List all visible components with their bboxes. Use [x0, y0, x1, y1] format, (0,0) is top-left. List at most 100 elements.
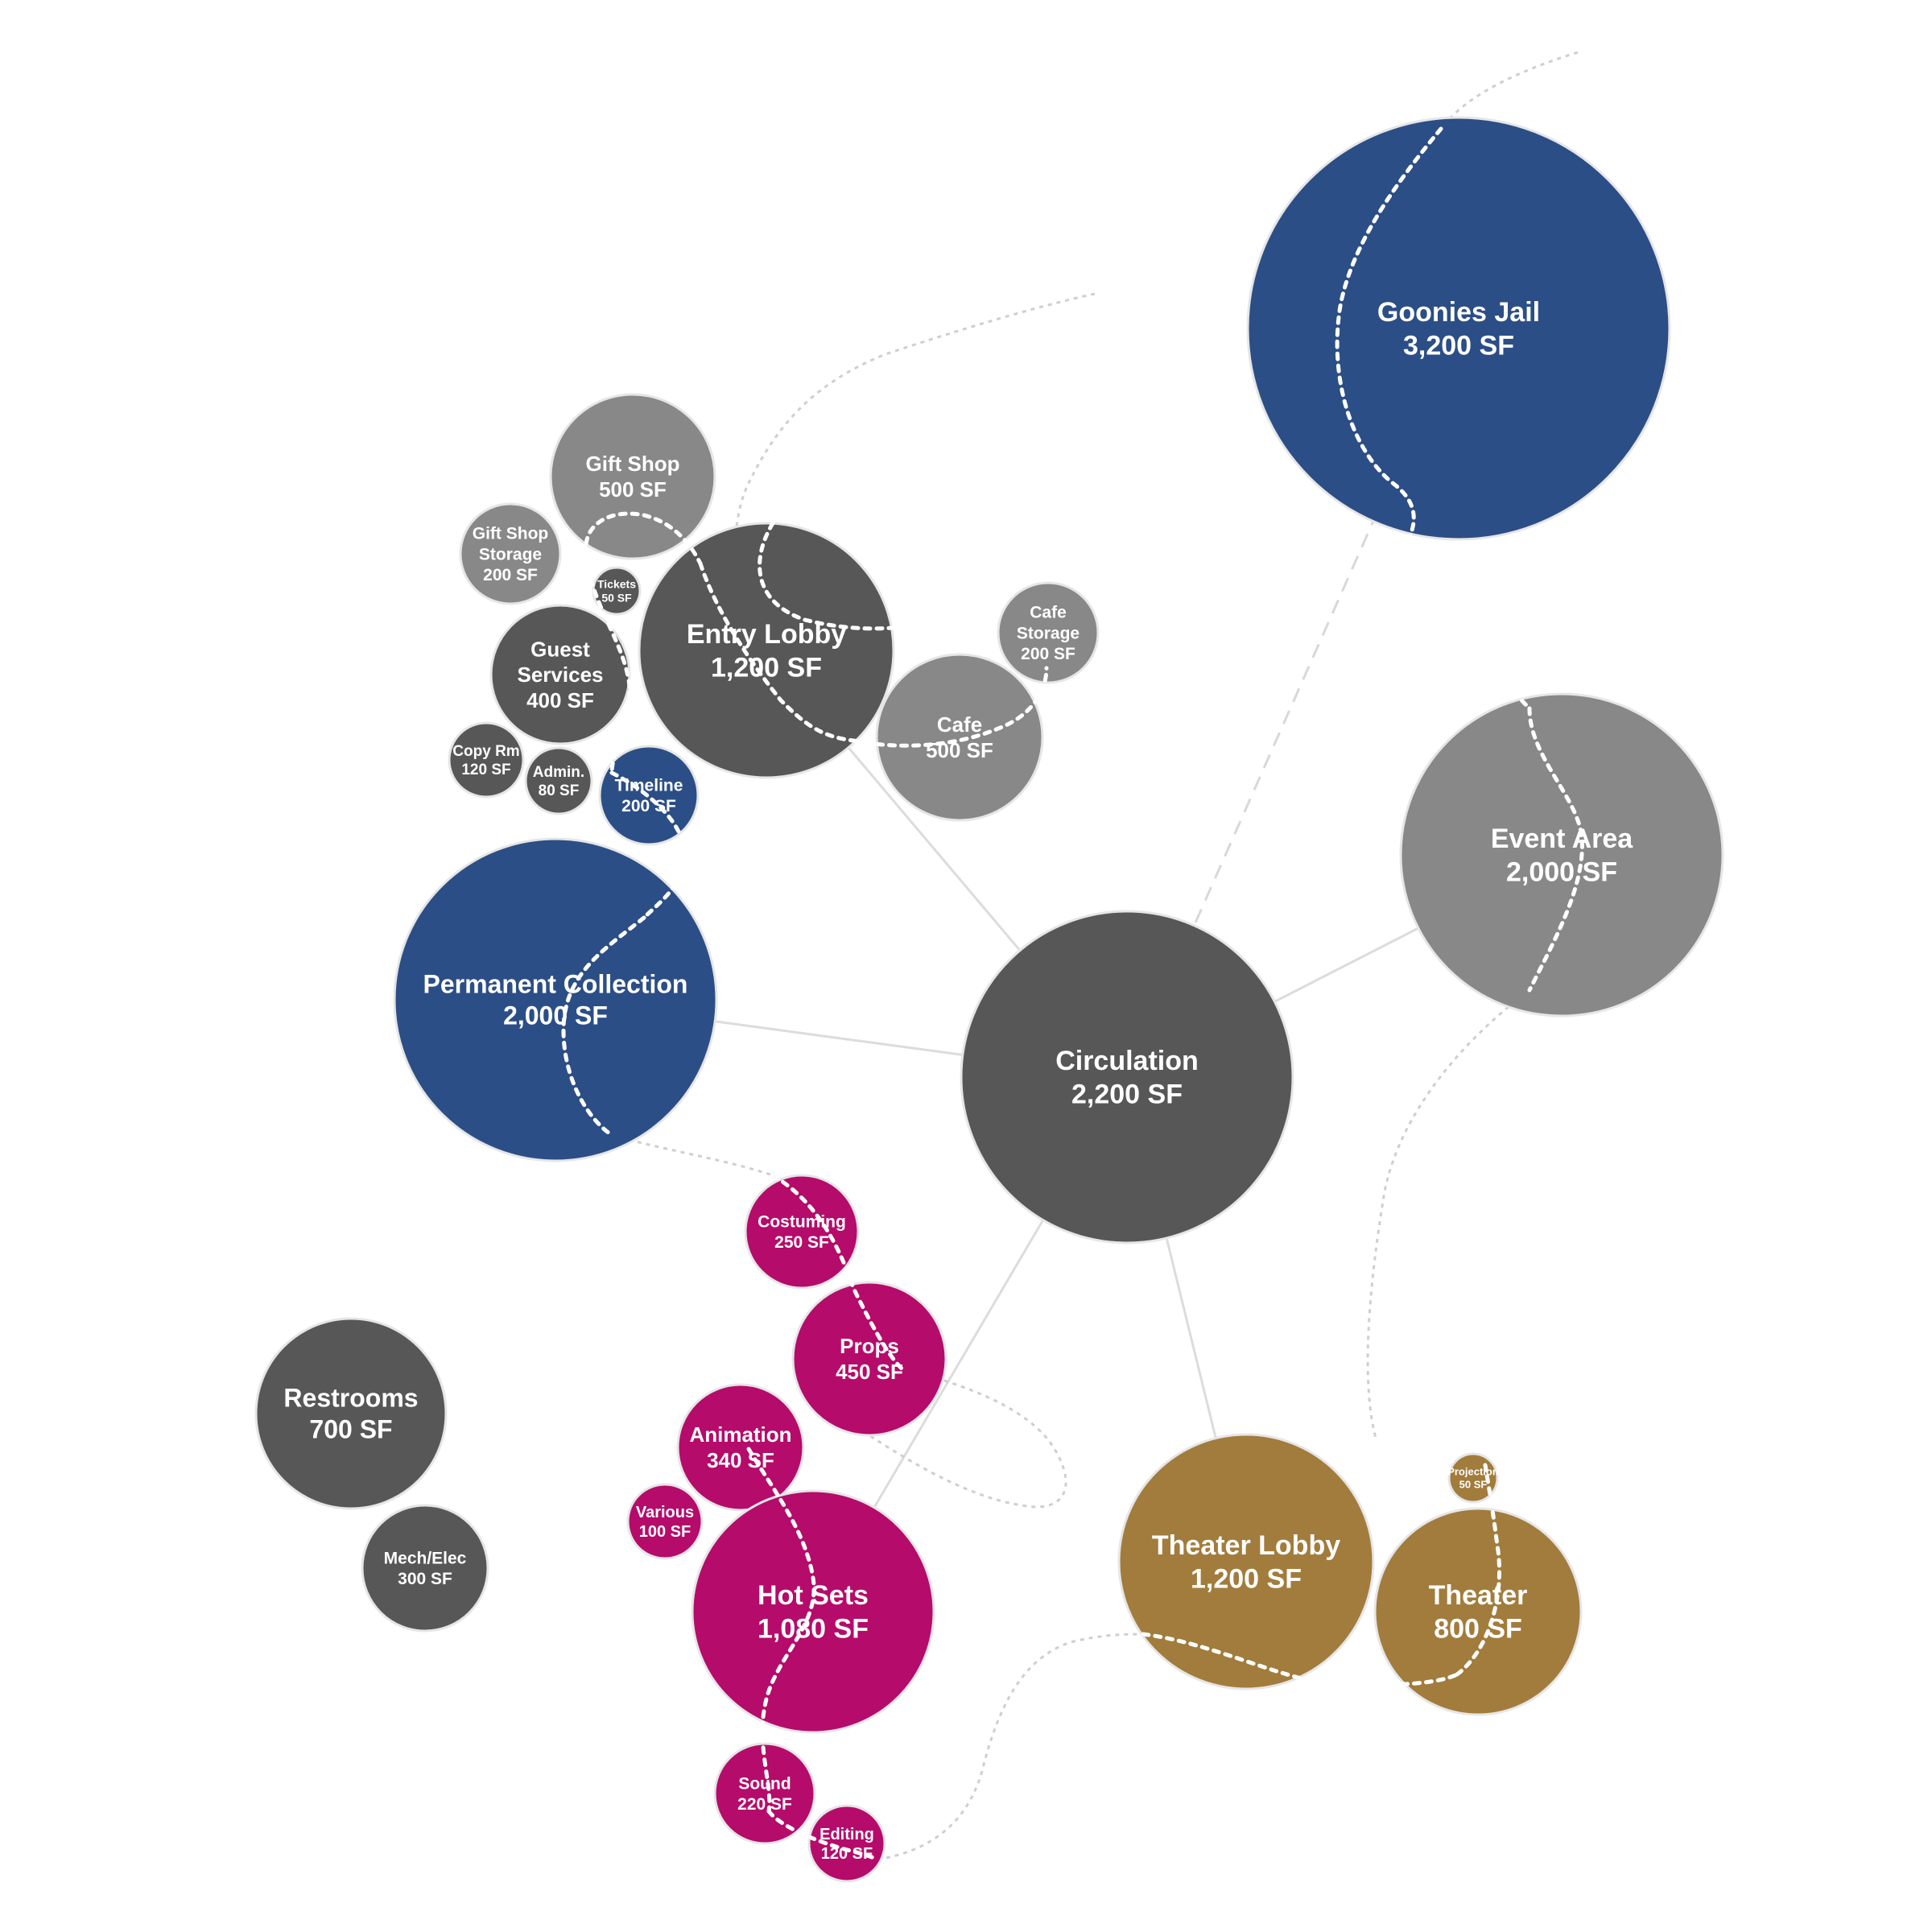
- room-area: 220 SF: [737, 1795, 792, 1814]
- path-permanent-collection: [561, 915, 646, 1137]
- room-bubble: [549, 393, 716, 560]
- room-area: 250 SF: [774, 1233, 829, 1252]
- path-entry-inner-loop: [758, 521, 896, 631]
- path-editing-to-lobby: [877, 1633, 1144, 1861]
- room-bubble: [626, 1483, 704, 1560]
- path-theater-lobby: [1141, 1632, 1459, 1687]
- room-area: 200 SF: [621, 797, 676, 815]
- room-bubble: [1246, 116, 1671, 541]
- room-bubble: [459, 502, 562, 605]
- room-area: 300 SF: [398, 1570, 452, 1588]
- room-area: 2,200 SF: [1071, 1080, 1183, 1110]
- room-bubble: [744, 1174, 860, 1290]
- path-sound-editing: [766, 1809, 880, 1862]
- room-bubble: [361, 1504, 489, 1633]
- room-area: 450 SF: [836, 1360, 903, 1384]
- room-bubble: [638, 522, 895, 779]
- path-collection-to-costuming: [611, 1133, 774, 1177]
- room-area: 400 SF: [526, 688, 594, 712]
- room-area: 200 SF: [1021, 645, 1075, 663]
- path-magenta-spine: [770, 1173, 904, 1371]
- room-bubble: [524, 746, 593, 815]
- room-bubble: [448, 721, 525, 799]
- room-area: 3,200 SF: [1403, 331, 1514, 361]
- room-bubble: [1117, 1433, 1375, 1690]
- room-area: 50 SF: [1459, 1478, 1488, 1490]
- room-area: 500 SF: [599, 477, 667, 502]
- room-name: Sound: [738, 1775, 791, 1794]
- room-area: 120 SF: [821, 1845, 873, 1863]
- path-gift-shop: [584, 511, 703, 566]
- room-admin: Admin.80 SF: [524, 746, 593, 815]
- room-bubble: [875, 653, 1044, 822]
- room-name: Event Area: [1491, 824, 1633, 854]
- room-bubble: [791, 1281, 947, 1437]
- room-name: Cafe: [1030, 604, 1067, 622]
- path-goonies-jail: [1335, 126, 1443, 550]
- path-animation-hotsets: [746, 1447, 816, 1814]
- room-name: Animation: [689, 1422, 791, 1447]
- room-name: Services: [518, 663, 604, 687]
- room-area: 2,000 SF: [503, 1001, 608, 1030]
- room-area: 2,000 SF: [1506, 857, 1617, 888]
- room-area: 1,080 SF: [758, 1614, 869, 1645]
- room-name: Projection: [1447, 1466, 1499, 1478]
- room-bubble: [676, 1383, 805, 1512]
- room-area: 200 SF: [483, 566, 538, 584]
- room-area: 1,200 SF: [1191, 1564, 1302, 1595]
- room-area: 700 SF: [309, 1415, 392, 1444]
- path-entry-lobby: [698, 561, 856, 743]
- room-name: Gift Shop: [473, 525, 548, 543]
- room-name: Goonies Jail: [1377, 297, 1540, 328]
- room-name: Storage: [1017, 624, 1080, 642]
- room-name: Timeline: [615, 777, 683, 795]
- path-event-to-theater: [1366, 989, 1530, 1442]
- room-bubble: [807, 1804, 886, 1883]
- path-props-loop: [852, 1367, 1067, 1509]
- room-area: 120 SF: [461, 762, 510, 778]
- room-area: 100 SF: [639, 1523, 691, 1541]
- room-name: Storage: [479, 545, 542, 564]
- room-bubble: [997, 581, 1100, 684]
- room-area: 340 SF: [707, 1448, 774, 1472]
- room-name: Admin.: [533, 764, 584, 781]
- room-name: Guest: [530, 637, 590, 661]
- room-bubble: [960, 910, 1294, 1245]
- room-area: 1,200 SF: [711, 653, 822, 683]
- room-bubble: [691, 1489, 935, 1734]
- room-mech-elec: Mech/Elec 300 SF: [361, 1504, 489, 1633]
- room-area: 800 SF: [1434, 1614, 1522, 1645]
- room-bubble: [1373, 1507, 1583, 1716]
- room-bubble: [713, 1742, 816, 1845]
- path-timeline: [609, 770, 687, 920]
- room-name: Permanent Collection: [423, 970, 688, 999]
- room-bubble: [254, 1317, 448, 1510]
- room-name: Mech/Elec: [384, 1550, 467, 1568]
- path-guest-services: [585, 553, 632, 775]
- room-various: Various 100 SF: [626, 1483, 704, 1560]
- room-name: Various: [636, 1504, 694, 1521]
- room-name: Costuming: [758, 1213, 846, 1232]
- path-theater: [1455, 1463, 1501, 1677]
- room-name: Restrooms: [283, 1384, 418, 1413]
- path-event-area: [1527, 706, 1584, 993]
- circulation-paths-inside: [561, 126, 1584, 1862]
- path-cafe-link: [851, 666, 1049, 748]
